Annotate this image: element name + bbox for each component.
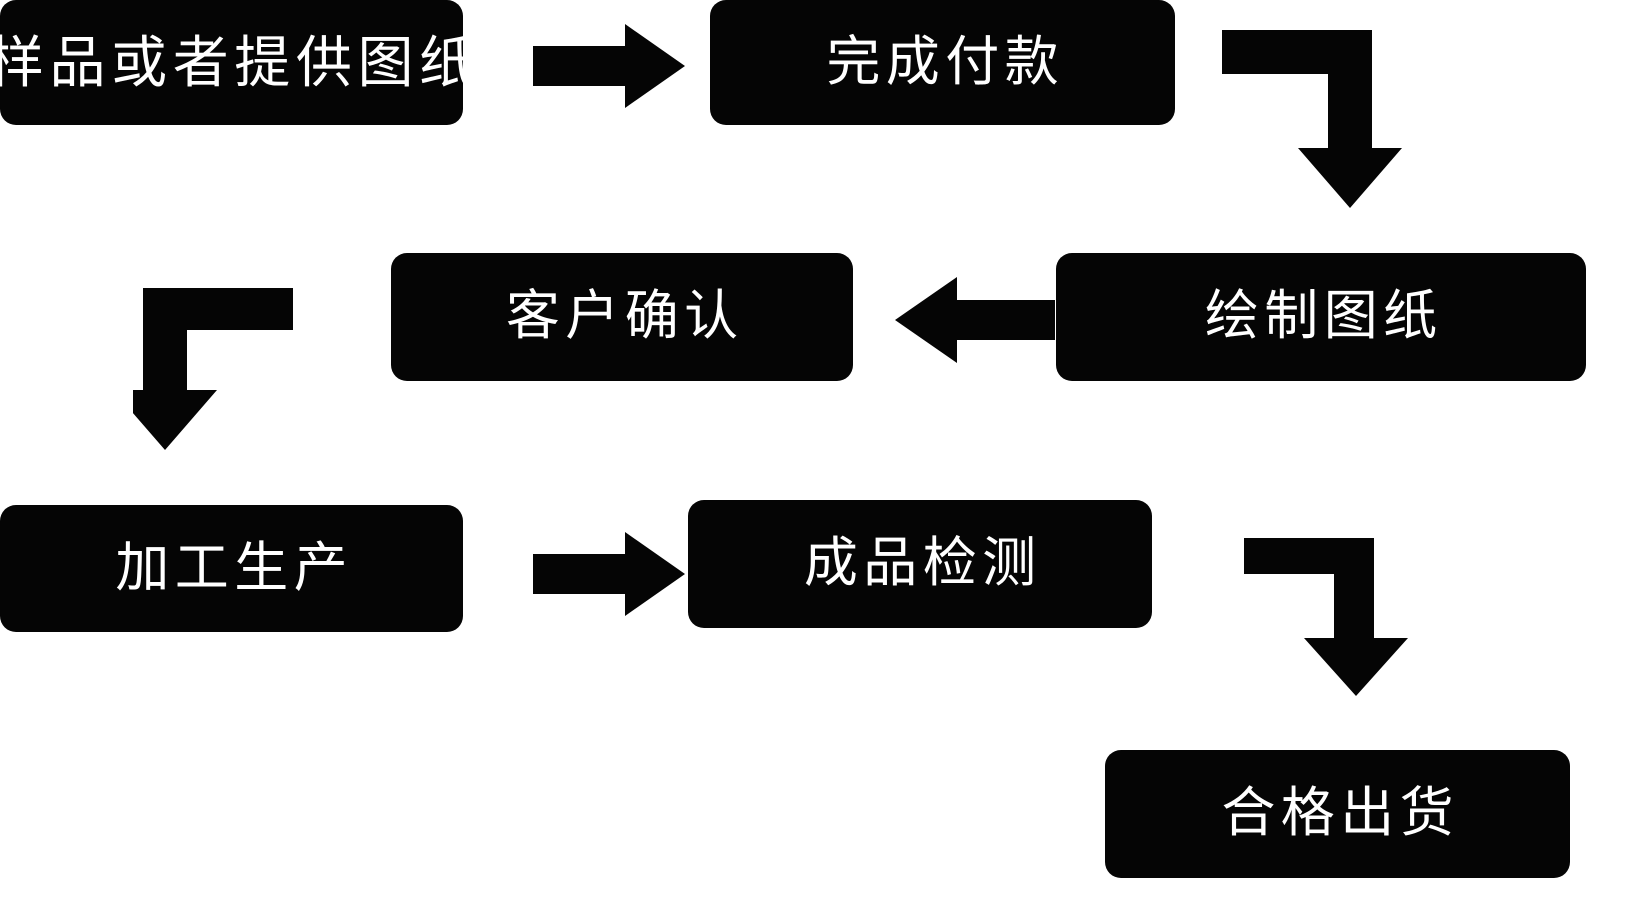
flow-node-ship[interactable]: 合格出货 [1105, 750, 1570, 878]
flow-node-sample[interactable]: 样品或者提供图纸 [0, 0, 475, 125]
flow-node-drawing-label: 绘制图纸 [1204, 286, 1443, 347]
arrow-payment-to-drawing-icon [1222, 30, 1402, 208]
flow-node-drawing[interactable]: 绘制图纸 [1056, 253, 1586, 381]
flow-node-produce[interactable]: 加工生产 [0, 505, 463, 632]
arrow-produce-to-inspect-icon [533, 532, 685, 616]
arrow-sample-to-payment-icon [533, 24, 685, 108]
flow-node-payment-label: 完成付款 [826, 31, 1064, 92]
flow-node-produce-label: 加工生产 [115, 537, 353, 598]
flow-node-sample-label: 样品或者提供图纸 [0, 30, 481, 94]
flow-node-inspect[interactable]: 成品检测 [688, 500, 1152, 628]
arrow-inspect-to-ship-icon [1244, 538, 1408, 696]
flow-node-confirm[interactable]: 客户确认 [391, 253, 853, 381]
flow-node-payment[interactable]: 完成付款 [710, 0, 1175, 125]
flow-node-ship-label: 合格出货 [1221, 783, 1459, 844]
flow-node-confirm-label: 客户确认 [505, 286, 744, 347]
arrow-drawing-to-confirm-icon [895, 277, 1055, 363]
flow-node-inspect-label: 成品检测 [803, 533, 1042, 594]
arrow-confirm-to-produce-icon [133, 288, 293, 450]
